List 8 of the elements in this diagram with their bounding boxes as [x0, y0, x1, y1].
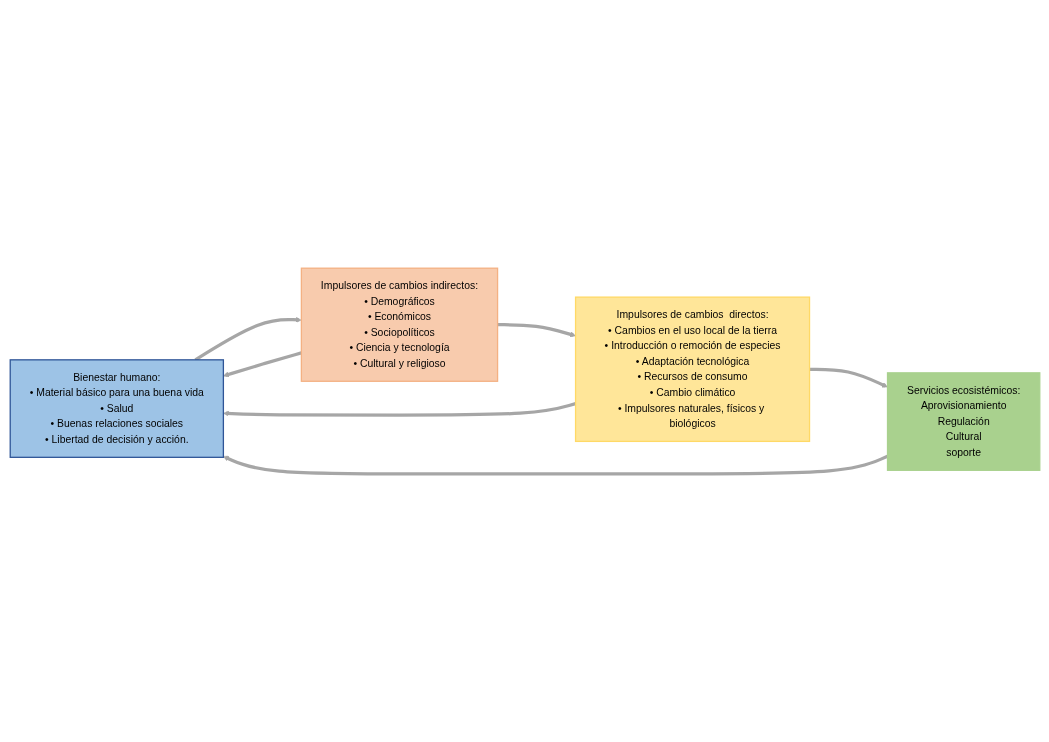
arrow: [222, 454, 888, 476]
node-box: Impulsores de cambios indirectos: • Demográficos • Económicos • Sociopolíticos • Ciencia y tecnología • Cultural y religioso: [300, 267, 498, 382]
arrow: [809, 367, 888, 388]
node-box: Servicios ecosistémicos: Aprovisionamiento Regulación Cultural soporte: [886, 372, 1040, 471]
node-box: Bienestar humano: • Material básico para una buena vida • Salud • Buenas relaciones sociales • Libertad de decisión y acción.: [9, 359, 224, 458]
arrow: [222, 402, 576, 417]
node-box: Impulsores de cambios directos: • Cambios en el uso local de la tierra • Introducción o remoción de especies • Adaptación tecnológica • Recursos de consumo • Cambio climático • Impulsores naturales, físicos y biológicos: [574, 296, 810, 442]
arrow: [497, 323, 576, 338]
